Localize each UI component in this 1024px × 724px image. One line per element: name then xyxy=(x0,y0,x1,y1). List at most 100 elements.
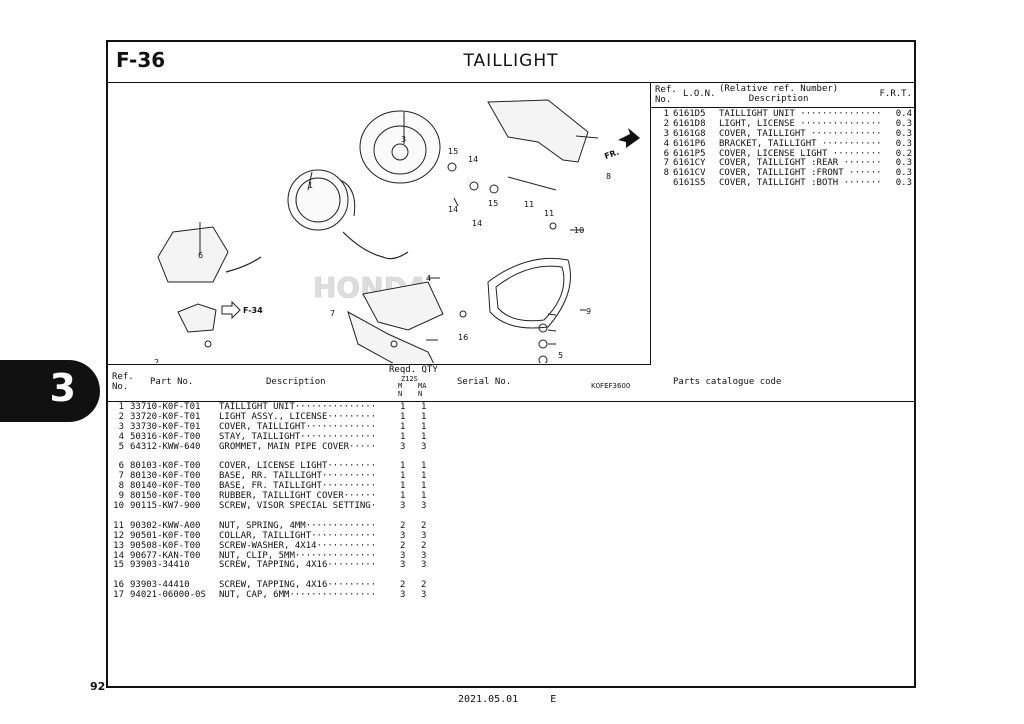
part-description: NUT, CLIP, 5MM··············· xyxy=(219,550,377,561)
lon-frt: 0.3 xyxy=(895,138,912,149)
qty-man: 1 xyxy=(421,471,427,482)
qty-man: 1 xyxy=(421,421,427,432)
lon-ref: 1 xyxy=(663,109,669,119)
lon-ref: 3 xyxy=(663,128,669,139)
part-number: 90115-KW7-900 xyxy=(130,501,201,511)
part-description: SCREW-WASHER, 4X14··········· xyxy=(219,540,377,551)
page-number: 92 xyxy=(90,680,106,693)
lon-desc: LIGHT, LICENSE ··············· xyxy=(719,118,882,129)
callout-11a: 11 xyxy=(524,200,534,209)
callout-14b: 14 xyxy=(448,205,458,214)
part-ref: 5 xyxy=(118,441,124,452)
qty-mn: 3 xyxy=(400,441,406,452)
lon-code: 6161P6 xyxy=(673,138,706,149)
lon-ref: 8 xyxy=(663,168,669,179)
qty-man: 2 xyxy=(421,520,427,531)
lon-code: 6161D8 xyxy=(673,118,706,129)
qty-man: 3 xyxy=(421,560,427,571)
taillight-unit-part xyxy=(287,169,356,231)
callout-15b: 15 xyxy=(488,199,498,208)
qty-mn: 1 xyxy=(400,491,406,502)
part-ref: 1 xyxy=(118,402,124,412)
part-ref: 12 xyxy=(113,530,124,541)
header-ref-no: Ref. No. xyxy=(112,372,134,392)
qty-mn: 1 xyxy=(400,471,406,482)
qty-man: 1 xyxy=(421,431,427,442)
callout-8: 8 xyxy=(606,172,611,181)
part-number: 93903-44410 xyxy=(130,580,190,591)
qty-man: 1 xyxy=(421,411,427,422)
callout-16: 16 xyxy=(458,333,468,342)
qty-man: 2 xyxy=(421,580,427,591)
lon-desc: TAILLIGHT UNIT ··············· xyxy=(719,109,882,119)
header-qty-model: Z12S xyxy=(401,375,418,383)
rear-base-part xyxy=(347,310,435,363)
lon-table: Ref. No. L.O.N. (Relative ref. Number) D… xyxy=(651,82,916,365)
part-description: SCREW, TAPPING, 4X16········· xyxy=(219,560,377,571)
part-number: 50316-K0F-T00 xyxy=(130,431,201,442)
lon-code: 6161G8 xyxy=(673,128,706,139)
lon-header-desc: (Relative ref. Number) Description xyxy=(719,84,839,104)
stay-part xyxy=(362,281,444,331)
lon-header-ref: Ref. No. xyxy=(655,85,677,105)
lon-code: 6161CY xyxy=(673,158,706,169)
lon-ref: 4 xyxy=(663,138,669,149)
qty-mn: 1 xyxy=(400,411,406,422)
lon-code: 6161P5 xyxy=(673,148,706,159)
qty-mn: 1 xyxy=(400,431,406,442)
qty-mn: 3 xyxy=(400,501,406,511)
qty-mn: 1 xyxy=(400,461,406,472)
lon-row: 4 6161P6 BRACKET, TAILLIGHT ··········· 0.3 xyxy=(655,138,912,150)
callout-4: 4 xyxy=(426,274,431,283)
figure-code: F-36 xyxy=(116,48,166,72)
part-number: 80140-K0F-T00 xyxy=(130,481,201,492)
lon-frt: 0.2 xyxy=(895,148,912,159)
lon-rows: 1 6161D5 TAILLIGHT UNIT ··············· 0.4… xyxy=(655,109,912,189)
qty-man: 1 xyxy=(421,481,427,492)
part-description: NUT, SPRING, 4MM············· xyxy=(219,520,377,531)
qty-man: 2 xyxy=(421,540,427,551)
part-description: BASE, FR. TAILLIGHT·········· xyxy=(219,481,377,492)
callout-7: 7 xyxy=(330,309,335,318)
lon-desc: COVER, LICENSE LIGHT ········· xyxy=(719,148,882,159)
part-ref: 11 xyxy=(113,520,124,531)
callout-9: 9 xyxy=(586,307,591,316)
callout-14a: 14 xyxy=(468,155,478,164)
header-qty-title: Reqd. QTY xyxy=(389,365,438,375)
header-catalogue-code: Parts catalogue code xyxy=(673,377,782,387)
part-description: SCREW, VISOR SPECIAL SETTING· xyxy=(219,501,377,511)
lon-frt: 0.3 xyxy=(895,158,912,169)
lon-header-lon: L.O.N. xyxy=(683,89,716,99)
header-description: Description xyxy=(266,377,326,387)
lon-frt: 0.3 xyxy=(895,118,912,129)
lon-desc: COVER, TAILLIGHT :REAR ······· xyxy=(719,158,882,169)
part-number: 80150-K0F-T00 xyxy=(130,491,201,502)
part-description: STAY, TAILLIGHT·············· xyxy=(219,431,377,442)
part-ref: 10 xyxy=(113,501,124,511)
part-description: COLLAR, TAILLIGHT············ xyxy=(219,530,377,541)
callout-6: 6 xyxy=(198,251,203,260)
header-part-no: Part No. xyxy=(150,377,194,387)
diagram-image-code: K0FEF3600 xyxy=(591,382,631,390)
license-light-part xyxy=(177,303,217,333)
part-ref: 13 xyxy=(113,540,124,551)
part-description: SCREW, TAPPING, 4X16········· xyxy=(219,580,377,591)
callout-11b: 11 xyxy=(544,209,554,218)
part-ref: 7 xyxy=(118,471,124,482)
part-description: RUBBER, TAILLIGHT COVER······ xyxy=(219,491,377,502)
page-header: F-36 TAILLIGHT xyxy=(108,42,914,83)
part-ref: 6 xyxy=(118,461,124,472)
lon-frt: 0.4 xyxy=(895,109,912,119)
front-direction-arrow xyxy=(618,128,640,148)
part-description: LIGHT ASSY., LICENSE········· xyxy=(219,411,377,422)
qty-man: 1 xyxy=(421,402,427,412)
qty-man: 3 xyxy=(421,530,427,541)
part-number: 90508-K0F-T00 xyxy=(130,540,201,551)
part-description: COVER, LICENSE LIGHT········· xyxy=(219,461,377,472)
header-serial-no: Serial No. xyxy=(457,377,512,387)
lon-desc: BRACKET, TAILLIGHT ··········· xyxy=(719,138,882,149)
lon-code: 6161D5 xyxy=(673,109,706,119)
callout-2: 2 xyxy=(154,358,159,363)
